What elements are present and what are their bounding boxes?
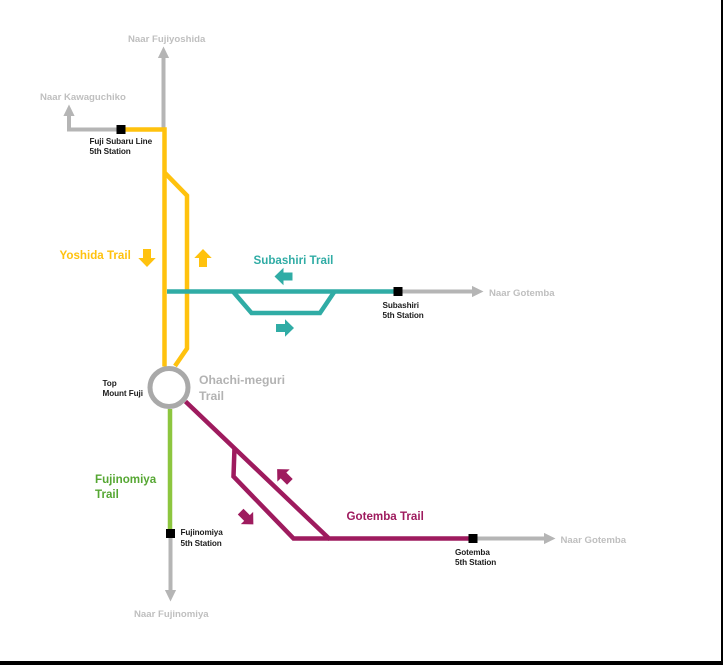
station-label-gotemba: Gotemba 5th Station — [455, 548, 496, 569]
fujinomiya-trail-label: Fujinomiya Trail — [95, 472, 156, 503]
slide-edge-bottom — [0, 660, 723, 665]
station-label-subashiri-line1: Subashiri — [382, 300, 420, 310]
subashiri-left-arrow-icon — [274, 267, 293, 286]
destination-label-gotemba-upper: Naar Gotemba — [489, 287, 555, 299]
station-marker-fuji-subaru — [116, 125, 126, 134]
station-label-fuji-subaru: Fuji Subaru Line 5th Station — [90, 137, 153, 158]
slide-edge-right — [720, 0, 723, 665]
summit-label-line2: Mount Fuji — [102, 389, 143, 399]
fujinomiya-trail-label-line2: Trail — [95, 488, 119, 502]
arrowhead-fujinomiya-icon — [164, 590, 177, 602]
destination-label-fujinomiya: Naar Fujinomiya — [134, 609, 209, 621]
arrowhead-gotemba-lower-icon — [544, 532, 556, 545]
station-label-fujinomiya-line1: Fujinomiya — [180, 528, 223, 538]
station-label-gotemba-line1: Gotemba — [455, 547, 490, 557]
summit-circle — [147, 366, 191, 409]
station-label-subashiri: Subashiri 5th Station — [383, 301, 424, 322]
ohachi-meguri-label-line1: Ohachi-meguri — [199, 372, 286, 387]
arrowhead-fujiyoshida-icon — [157, 46, 170, 58]
yoshida-trail-label: Yoshida Trail — [59, 249, 131, 263]
route-to-kawaguchiko — [67, 116, 123, 132]
gotemba-upward-arrow-icon — [277, 469, 293, 485]
subashiri-trail — [167, 289, 398, 316]
subashiri-trail-loop-line — [231, 290, 337, 316]
gray-route-arrowheads — [63, 46, 556, 602]
gray-routes — [67, 57, 545, 591]
subashiri-right-arrow-icon — [276, 319, 294, 337]
yoshida-trail — [120, 127, 190, 368]
station-label-fujinomiya: Fujinomiya 5th Station — [181, 528, 223, 549]
ohachi-meguri-trail-label: Ohachi-meguri Trail — [199, 372, 285, 404]
station-marker-gotemba — [468, 534, 478, 543]
station-label-fujinomiya-line2: 5th Station — [180, 538, 222, 548]
yoshida-up-arrow-icon — [194, 249, 212, 267]
gotemba-trail-loop-line — [231, 447, 329, 541]
station-label-fuji-subaru-line1: Fuji Subaru Line — [89, 137, 153, 146]
destination-label-gotemba-lower: Naar Gotemba — [560, 534, 627, 546]
gotemba-trail — [183, 399, 471, 541]
yoshida-trail-main-line — [120, 127, 167, 367]
destination-label-fujiyoshida: Naar Fujiyoshida — [128, 34, 206, 45]
gotemba-trail-main-line — [183, 399, 471, 541]
ohachi-meguri-label-line2: Trail — [199, 388, 225, 403]
arrowhead-gotemba-upper-icon — [472, 285, 484, 298]
summit-label-line1: Top — [102, 378, 117, 388]
yoshida-down-arrow-icon — [138, 249, 156, 267]
station-markers — [116, 125, 478, 543]
gotemba-downward-arrow-icon — [237, 508, 254, 525]
yoshida-trail-branch-line — [162, 170, 190, 368]
station-label-fuji-subaru-line2: 5th Station — [89, 147, 131, 157]
station-marker-fujinomiya — [166, 529, 175, 538]
summit-label: Top Mount Fuji — [103, 379, 143, 400]
station-marker-subashiri — [393, 287, 403, 296]
gotemba-trail-label: Gotemba Trail — [346, 510, 424, 524]
fujinomiya-trail-label-line1: Fujinomiya — [95, 472, 157, 486]
arrowhead-kawaguchiko-icon — [63, 104, 75, 116]
destination-label-kawaguchiko: Naar Kawaguchiko — [40, 92, 126, 103]
station-label-gotemba-line2: 5th Station — [455, 558, 497, 568]
subashiri-trail-label: Subashiri Trail — [253, 254, 334, 268]
station-label-subashiri-line2: 5th Station — [382, 311, 424, 320]
